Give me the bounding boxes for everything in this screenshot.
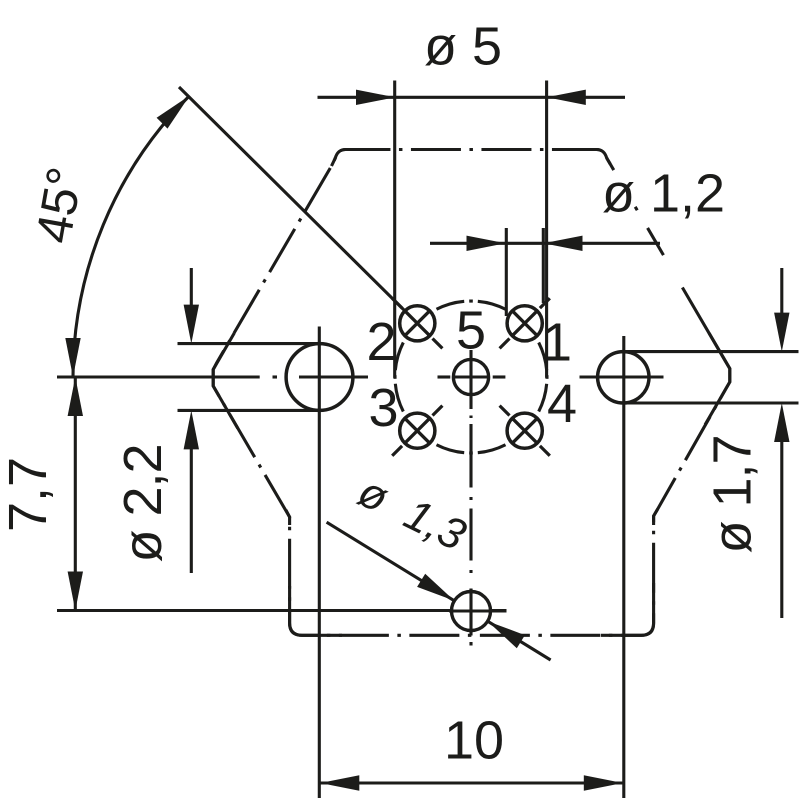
svg-text:ø 1,2: ø 1,2 <box>602 163 725 223</box>
svg-text:ø 5: ø 5 <box>424 17 502 77</box>
svg-text:ø 1,7: ø 1,7 <box>703 435 763 553</box>
svg-text:7,7: 7,7 <box>0 457 58 532</box>
svg-text:2: 2 <box>367 312 397 372</box>
svg-text:45°: 45° <box>25 163 93 247</box>
svg-text:10: 10 <box>444 711 504 771</box>
svg-text:4: 4 <box>547 374 577 434</box>
svg-text:3: 3 <box>369 378 399 438</box>
svg-text:1: 1 <box>542 313 572 373</box>
svg-text:5: 5 <box>456 301 486 361</box>
svg-text:ø 2,2: ø 2,2 <box>113 444 173 562</box>
